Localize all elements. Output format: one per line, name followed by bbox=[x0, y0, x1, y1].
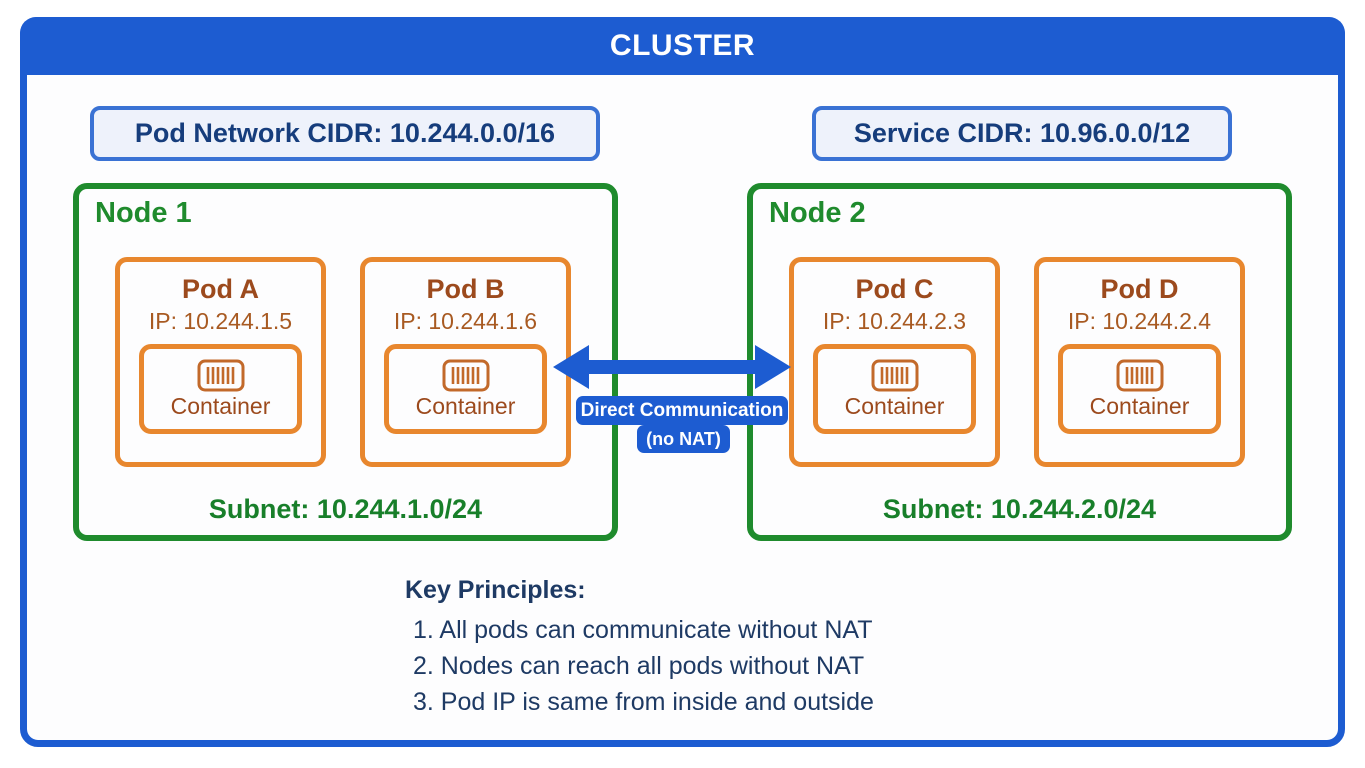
pod-b-container-label: Container bbox=[415, 392, 516, 419]
node-2-subnet: Subnet: 10.244.2.0/24 bbox=[882, 494, 1157, 524]
pod-a-container-box: Container bbox=[139, 344, 302, 434]
cluster-title: CLUSTER bbox=[609, 29, 756, 62]
service-cidr-label: Service CIDR: 10.96.0.0/12 bbox=[853, 118, 1191, 148]
container-icon bbox=[442, 359, 489, 391]
pod-a-box: Pod A IP: 10.244.1.5 Container bbox=[115, 257, 326, 467]
pod-c-title: Pod C bbox=[855, 274, 934, 304]
node-2-box: Node 2 Pod C IP: 10.244.2.3 Container Po… bbox=[747, 183, 1292, 541]
node-1-title: Node 1 bbox=[95, 197, 192, 229]
pod-d-container-box: Container bbox=[1058, 344, 1221, 434]
key-principle-3: 3. Pod IP is same from inside and outsid… bbox=[413, 688, 874, 716]
pod-a-title: Pod A bbox=[182, 274, 259, 304]
key-principle-2: 2. Nodes can reach all pods without NAT bbox=[413, 652, 865, 680]
pod-d-ip: IP: 10.244.2.4 bbox=[1067, 308, 1212, 334]
pod-c-container-box: Container bbox=[813, 344, 976, 434]
pod-d-title: Pod D bbox=[1100, 274, 1179, 304]
key-principles-block: Key Principles: 1. All pods can communic… bbox=[405, 576, 874, 720]
node-1-box: Node 1 Pod A IP: 10.244.1.5 Container Po… bbox=[73, 183, 618, 541]
pod-network-cidr-label: Pod Network CIDR: 10.244.0.0/16 bbox=[134, 118, 556, 148]
pod-b-container-box: Container bbox=[384, 344, 547, 434]
pod-b-title: Pod B bbox=[426, 274, 505, 304]
no-nat-text: (no NAT) bbox=[646, 428, 721, 449]
container-icon bbox=[1116, 359, 1163, 391]
pod-c-box: Pod C IP: 10.244.2.3 Container bbox=[789, 257, 1000, 467]
pod-b-box: Pod B IP: 10.244.1.6 Container bbox=[360, 257, 571, 467]
pod-d-container-label: Container bbox=[1089, 392, 1190, 419]
pod-d-box: Pod D IP: 10.244.2.4 Container bbox=[1034, 257, 1245, 467]
pod-a-container-label: Container bbox=[170, 392, 271, 419]
key-principles-title: Key Principles: bbox=[405, 576, 586, 604]
container-icon bbox=[197, 359, 244, 391]
direct-communication-text: Direct Communication bbox=[580, 399, 784, 421]
node-1-subnet: Subnet: 10.244.1.0/24 bbox=[208, 494, 483, 524]
pod-b-ip: IP: 10.244.1.6 bbox=[393, 308, 538, 334]
service-cidr-badge: Service CIDR: 10.96.0.0/12 bbox=[812, 106, 1232, 161]
pod-c-container-label: Container bbox=[844, 392, 945, 419]
pod-c-ip: IP: 10.244.2.3 bbox=[822, 308, 967, 334]
pod-network-cidr-badge: Pod Network CIDR: 10.244.0.0/16 bbox=[90, 106, 600, 161]
direct-communication-arrow-icon bbox=[553, 345, 791, 389]
direct-communication-label: Direct Communication bbox=[576, 396, 788, 425]
no-nat-label: (no NAT) bbox=[637, 425, 730, 453]
node-2-title: Node 2 bbox=[769, 197, 866, 229]
cluster-header: CLUSTER bbox=[20, 17, 1345, 75]
container-icon bbox=[871, 359, 918, 391]
key-principle-1: 1. All pods can communicate without NAT bbox=[413, 616, 873, 644]
pod-a-ip: IP: 10.244.1.5 bbox=[148, 308, 293, 334]
